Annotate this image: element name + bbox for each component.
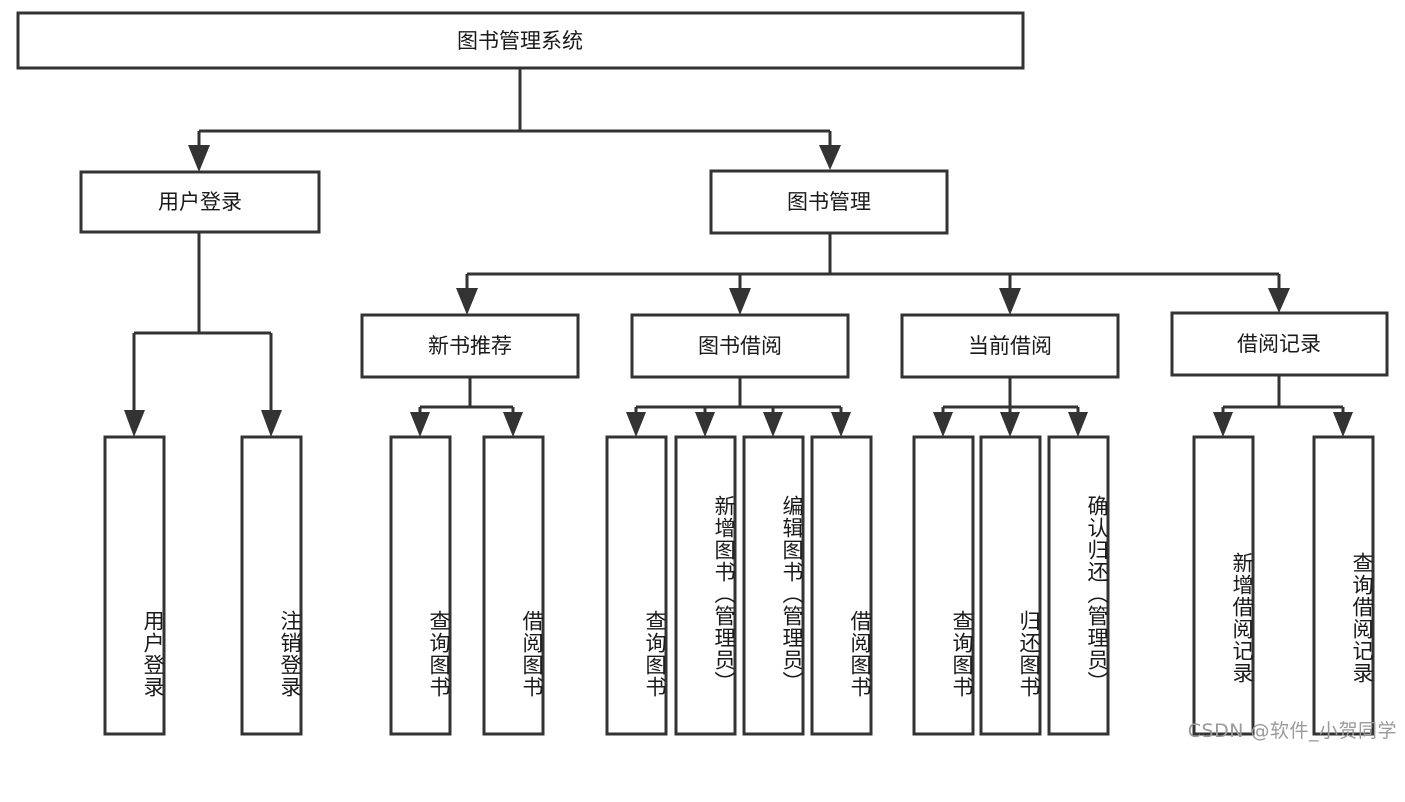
arrow-head-leaf-query-book-1 bbox=[410, 412, 430, 437]
node-new-book-recommend-box[interactable] bbox=[360, 313, 580, 379]
node-root-box[interactable] bbox=[16, 11, 1025, 70]
leaf-borrow-book-1-box[interactable] bbox=[482, 435, 545, 736]
leaf-logout-login-box[interactable] bbox=[240, 435, 303, 736]
arrow-head-current-borrow bbox=[999, 288, 1021, 315]
arrow-head-borrow-record bbox=[1268, 288, 1290, 313]
node-current-borrow[interactable]: 当前借阅 bbox=[900, 313, 1120, 379]
node-new-book-recommend[interactable]: 新书推荐 bbox=[360, 313, 580, 379]
node-user-login[interactable]: 用户登录 bbox=[79, 170, 321, 234]
leaf-query-book-1-box[interactable] bbox=[389, 435, 452, 736]
node-book-management-label: 图书管理 bbox=[787, 190, 871, 214]
arrow-head-leaf-query-book-2 bbox=[626, 412, 646, 437]
node-root-label: 图书管理系统 bbox=[457, 29, 583, 53]
tree-diagram-svg: 图书管理系统 用户登录 图书管理 新书推荐 图书借阅 当前借阅 借阅记录 bbox=[16, 11, 1389, 736]
node-borrow-record-box[interactable] bbox=[1170, 311, 1389, 377]
node-current-borrow-label: 当前借阅 bbox=[968, 334, 1052, 358]
functional-structure-diagram: 图书管理系统 用户登录 图书管理 新书推荐 图书借阅 当前借阅 借阅记录 bbox=[16, 11, 1397, 742]
csdn-watermark: CSDN @软件_小贺同学 bbox=[1187, 720, 1397, 742]
leaf-boxes bbox=[103, 435, 1375, 736]
arrow-head-leaf-query-book-3 bbox=[933, 412, 953, 437]
node-borrow-record[interactable]: 借阅记录 bbox=[1170, 311, 1389, 377]
node-borrow-record-label: 借阅记录 bbox=[1237, 332, 1321, 356]
node-book-borrow-label: 图书借阅 bbox=[698, 334, 782, 358]
leaf-query-record-box[interactable] bbox=[1312, 435, 1375, 736]
leaf-borrow-book-2-box[interactable] bbox=[810, 435, 873, 736]
arrow-head-leaf-query-record bbox=[1333, 412, 1353, 437]
leaf-query-book-2-box[interactable] bbox=[605, 435, 668, 736]
arrow-head-leaf-return-book bbox=[1000, 412, 1020, 437]
arrow-head-leaf-confirm-return bbox=[1068, 412, 1088, 437]
arrow-head-leaf-edit-book bbox=[763, 412, 783, 437]
arrow-head-leaf-add-record bbox=[1213, 412, 1233, 437]
arrow-head-leaf-logout-login bbox=[261, 410, 282, 437]
leaf-return-book-box[interactable] bbox=[979, 435, 1042, 736]
arrow-head-leaf-borrow-book-1 bbox=[503, 412, 523, 437]
arrow-heads bbox=[124, 145, 1353, 437]
node-book-borrow-box[interactable] bbox=[630, 313, 850, 379]
leaf-user-login-box[interactable] bbox=[103, 435, 166, 736]
leaf-add-book-box[interactable] bbox=[674, 435, 737, 736]
node-user-login-label: 用户登录 bbox=[158, 190, 242, 214]
leaf-edit-book-box[interactable] bbox=[742, 435, 805, 736]
node-root[interactable]: 图书管理系统 bbox=[16, 11, 1025, 70]
arrow-head-leaf-add-book bbox=[695, 412, 715, 437]
arrow-head-leaf-borrow-book-2 bbox=[831, 412, 851, 437]
arrow-head-book-management bbox=[819, 145, 841, 170]
node-book-management-box[interactable] bbox=[709, 169, 949, 235]
arrow-head-user-login bbox=[188, 145, 210, 172]
arrow-head-new-book-recommend bbox=[456, 288, 478, 315]
arrow-head-leaf-user-login bbox=[124, 410, 145, 437]
node-user-login-box[interactable] bbox=[79, 170, 321, 234]
node-current-borrow-box[interactable] bbox=[900, 313, 1120, 379]
arrow-head-book-borrow bbox=[729, 288, 751, 315]
node-new-book-recommend-label: 新书推荐 bbox=[428, 334, 512, 358]
node-book-borrow[interactable]: 图书借阅 bbox=[630, 313, 850, 379]
connectors bbox=[132, 68, 1345, 412]
leaf-query-book-3-box[interactable] bbox=[912, 435, 975, 736]
leaf-add-record-box[interactable] bbox=[1192, 435, 1255, 736]
node-book-management[interactable]: 图书管理 bbox=[709, 169, 949, 235]
leaf-confirm-return-box[interactable] bbox=[1047, 435, 1110, 736]
